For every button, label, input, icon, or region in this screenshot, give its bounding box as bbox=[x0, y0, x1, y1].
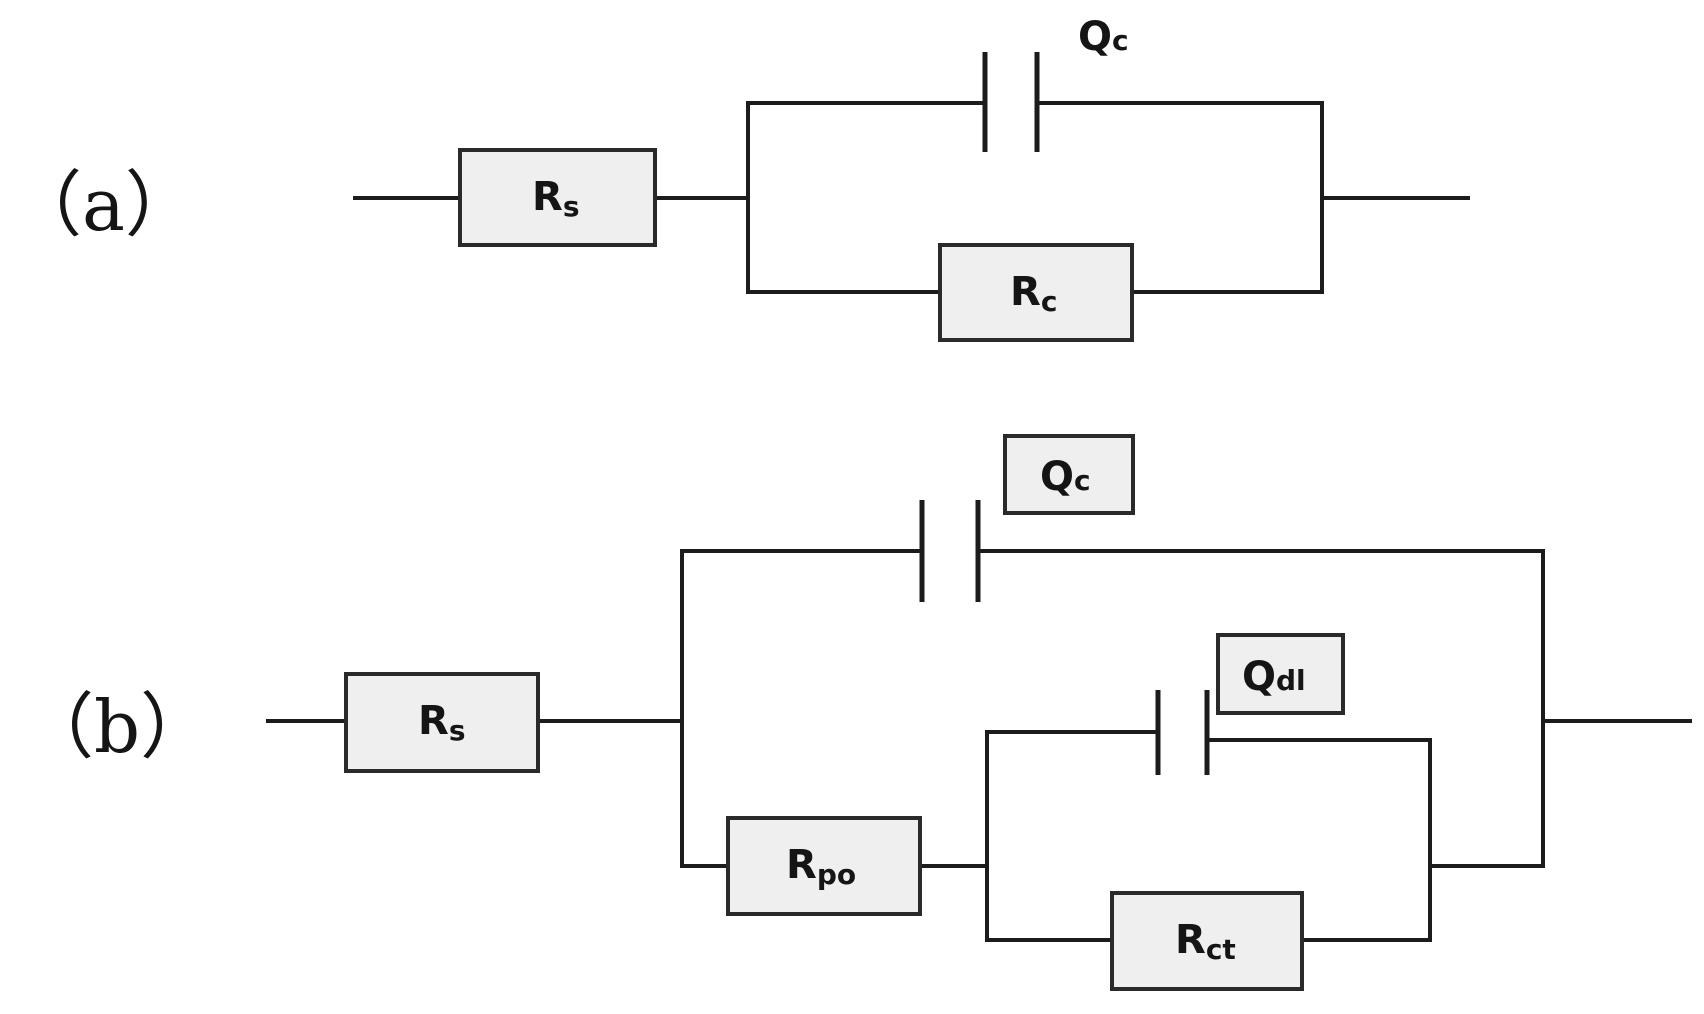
resistor-rs-b: Rs bbox=[344, 672, 540, 773]
panel-a-label: （a） bbox=[10, 163, 197, 247]
circuit-a-wires bbox=[353, 101, 1470, 294]
label-box-qdl-b: Qdl bbox=[1216, 633, 1345, 715]
label-box-qc-b: Qc bbox=[1003, 434, 1135, 515]
circuit-a: （a） Qc Rs Rc bbox=[10, 14, 1470, 342]
circuit-b: （b） Qc Qdl Rs Rpo bbox=[22, 434, 1692, 991]
svg-text:Rc: Rc bbox=[1010, 269, 1057, 318]
svg-text:Rs: Rs bbox=[418, 698, 465, 747]
capacitor-qc-a bbox=[982, 52, 1040, 152]
resistor-rc-a: Rc bbox=[938, 243, 1134, 342]
svg-text:Rpo: Rpo bbox=[786, 842, 856, 891]
circuit-b-wires bbox=[266, 549, 1692, 942]
capacitor-qc-b bbox=[919, 500, 981, 602]
resistor-rpo-b: Rpo bbox=[726, 816, 922, 916]
label-qc-a: Qc bbox=[1078, 14, 1129, 60]
svg-text:Rs: Rs bbox=[532, 174, 579, 223]
svg-text:Qc: Qc bbox=[1040, 454, 1091, 500]
resistor-rs-a: Rs bbox=[458, 148, 657, 247]
resistor-rct-b: Rct bbox=[1110, 891, 1304, 991]
svg-text:Rct: Rct bbox=[1175, 917, 1236, 966]
panel-b-label: （b） bbox=[22, 685, 212, 769]
capacitor-qdl-b bbox=[1155, 690, 1210, 775]
svg-text:Qdl: Qdl bbox=[1242, 654, 1306, 700]
